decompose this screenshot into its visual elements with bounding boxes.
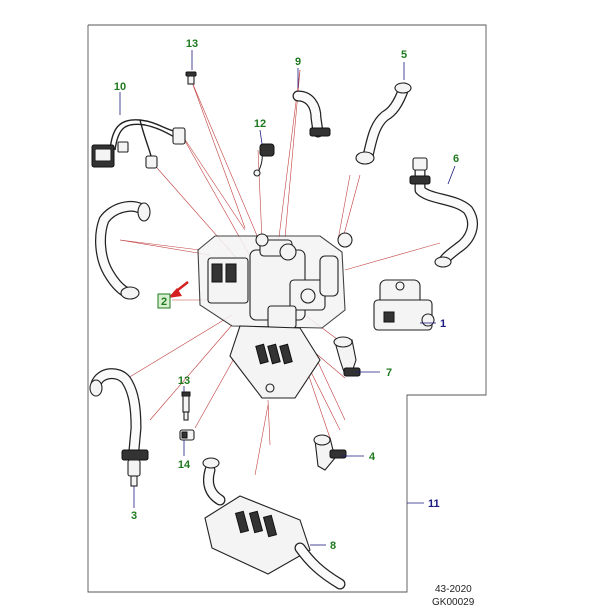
screw-top — [185, 71, 197, 85]
callout-9: 9 — [295, 56, 301, 68]
callout-11: 11 — [428, 498, 440, 510]
callout-7: 7 — [386, 367, 392, 379]
elbow-connector-7 — [333, 336, 361, 377]
callout-13-bottom: 13 — [178, 375, 190, 387]
hose-sensor — [253, 143, 275, 177]
callout-14: 14 — [178, 459, 191, 471]
callout-13-top: 13 — [186, 38, 198, 50]
highlight-arrow — [168, 281, 189, 298]
reference-id: GK00029 — [432, 597, 475, 608]
callout-8: 8 — [330, 540, 336, 552]
reference-code: 43-2020 — [435, 584, 472, 595]
callout-6: 6 — [453, 153, 459, 165]
elbow-hose-9 — [292, 90, 331, 138]
heater-assembly — [197, 232, 353, 329]
callout-5: 5 — [401, 49, 407, 61]
hose-2 — [95, 200, 151, 300]
highlight-box — [157, 293, 171, 309]
callout-4: 4 — [369, 451, 376, 463]
long-hose-6 — [409, 157, 478, 268]
clip-14 — [179, 429, 195, 441]
callout-1: 1 — [440, 318, 446, 330]
mounting-bracket — [229, 325, 321, 399]
hose-3 — [89, 368, 149, 487]
callout-labels: 13 10 9 5 12 6 2 1 7 13 14 4 11 3 8 — [114, 38, 459, 552]
callout-leaders — [119, 50, 456, 546]
callout-2: 2 — [161, 296, 167, 308]
muffler-8 — [202, 457, 346, 590]
callout-12: 12 — [254, 118, 266, 130]
sensor-13-bottom — [181, 391, 191, 421]
coolant-pump-1 — [373, 279, 435, 331]
curved-hose-5 — [355, 82, 412, 165]
wiring-harness — [91, 119, 186, 169]
callout-10: 10 — [114, 81, 126, 93]
callout-3: 3 — [131, 510, 137, 522]
elbow-connector-4 — [313, 434, 347, 471]
diagram-frame — [87, 24, 487, 593]
